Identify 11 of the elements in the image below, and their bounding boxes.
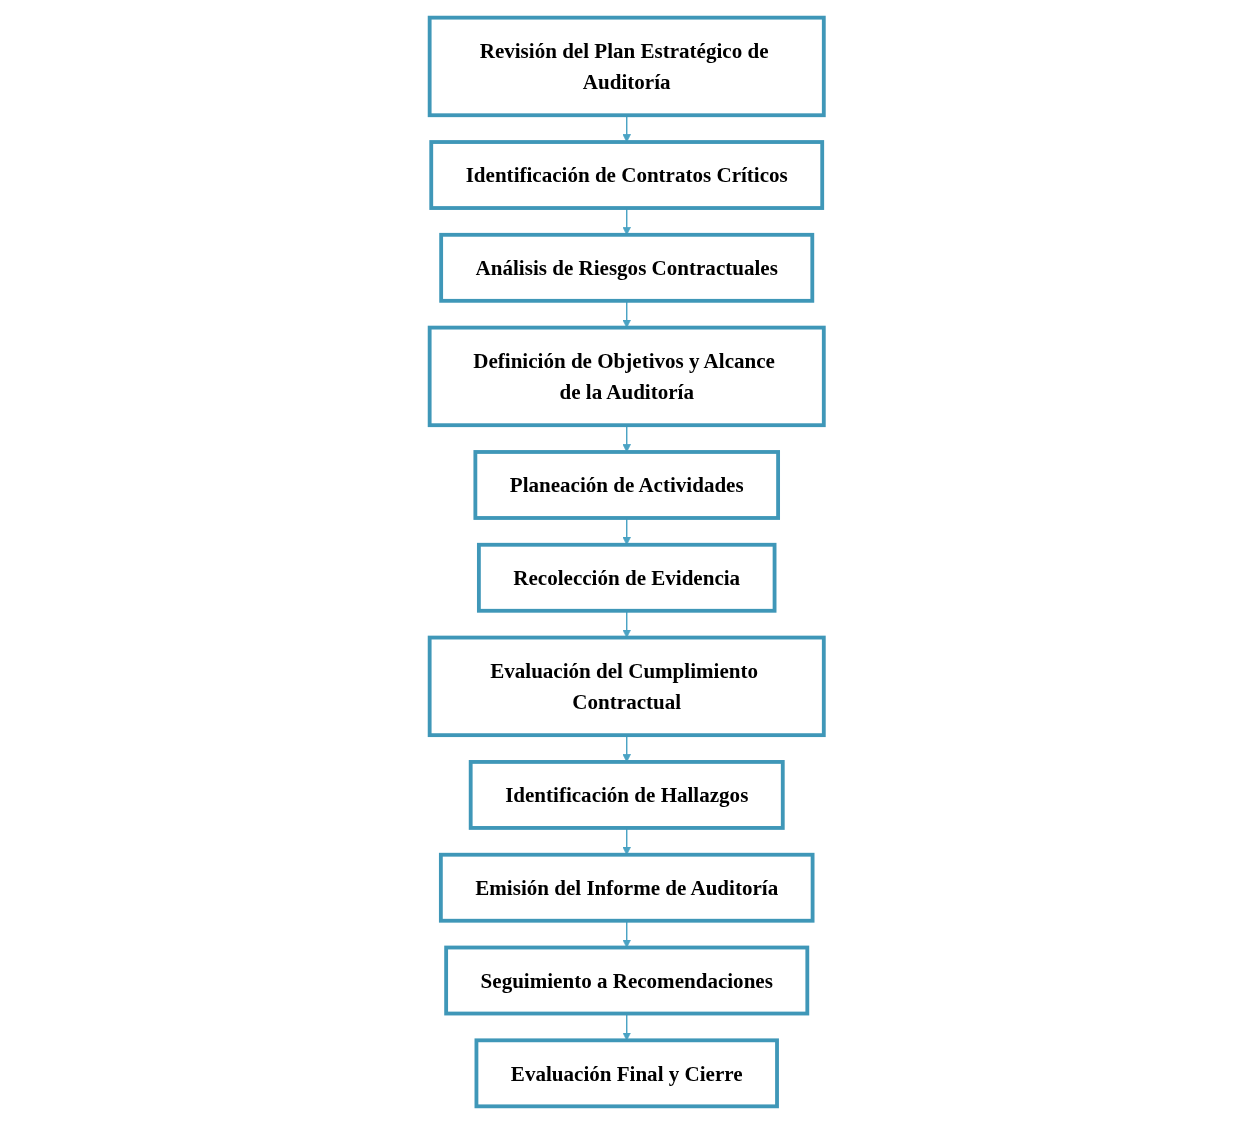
node-box: Definición de Objetivos y Alcance de la Auditoría [428, 325, 826, 428]
node-box: Recolección de Evidencia [477, 542, 777, 613]
node-box: Análisis de Riesgos Contractuales [439, 232, 815, 303]
node-box: Revisión del Plan Estratégico de Auditoría [428, 15, 826, 118]
node-box: Evaluación del Cumplimiento Contractual [428, 635, 826, 738]
node-box: Identificación de Hallazgos [469, 760, 785, 830]
node-box: Evaluación Final y Cierre [474, 1038, 780, 1109]
node-box: Planeación de Actividades [473, 450, 781, 520]
node-box: Seguimiento a Recomendaciones [444, 945, 810, 1016]
node-box: Identificación de Contratos Críticos [429, 140, 825, 210]
node-box: Emisión del Informe de Auditoría [439, 852, 815, 923]
